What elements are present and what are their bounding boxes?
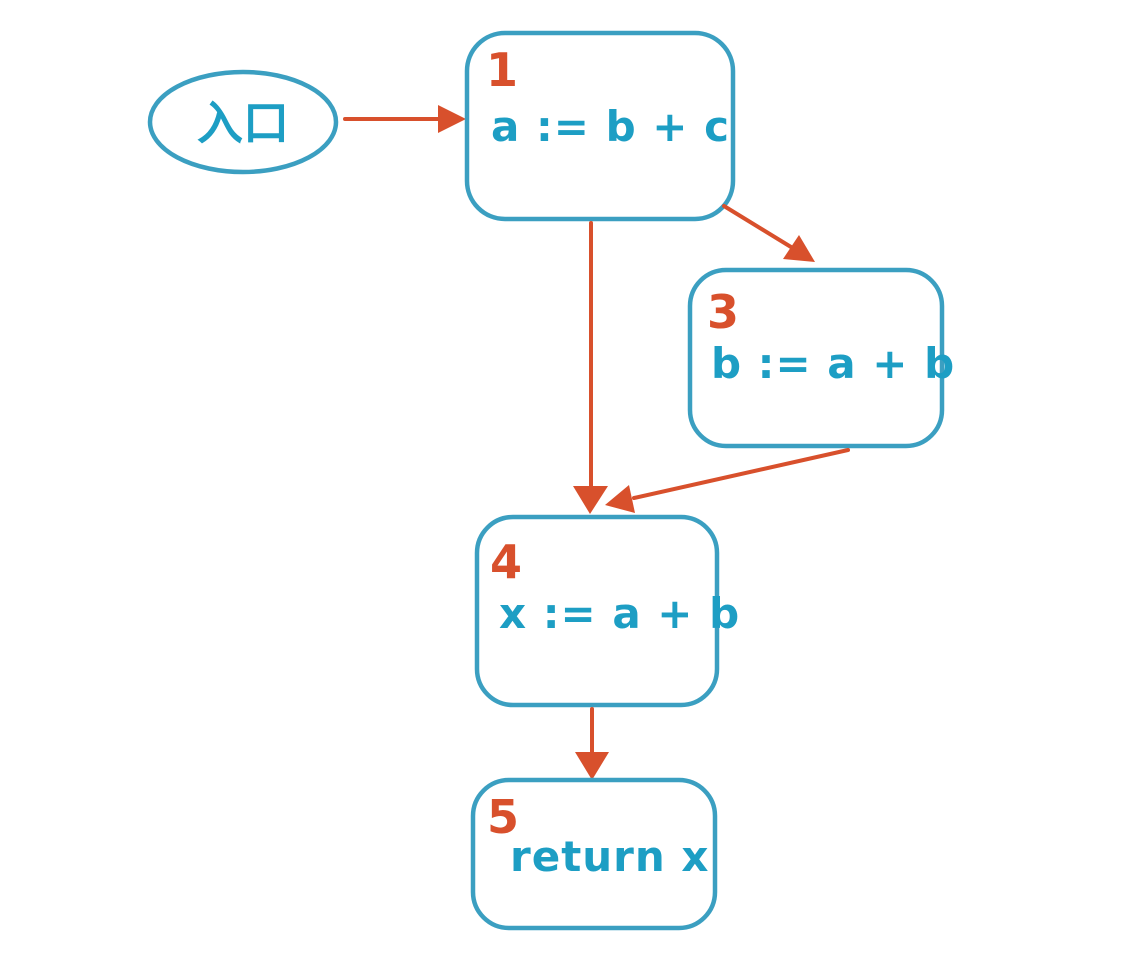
edge-4-to-5-arrowhead [575,752,609,780]
entry-node-ellipse [147,69,339,175]
edge-1-to-3-arrowhead [783,235,815,262]
node-4-label: x := a + b [499,589,740,638]
node-1-label: a := b + c [491,102,730,151]
node-4-box [474,514,720,708]
edge-3-to-4 [632,448,850,500]
node-3-id: 3 [707,285,739,339]
node-1-box [464,30,736,222]
node-1-id: 1 [486,43,518,97]
node-5-id: 5 [487,790,519,844]
node-5-label: return x [510,832,710,881]
edge-entry-to-1-arrowhead [438,105,466,133]
entry-node-label: 入口 [197,96,289,150]
node-3-box [687,267,945,449]
node-5-box [470,777,718,931]
edge-1-to-4-arrowhead [573,486,608,514]
node-3-label: b := a + b [711,339,955,388]
edge-1-to-3 [722,204,793,249]
edge-3-to-4-arrowhead [605,485,635,513]
node-4-id: 4 [490,535,522,589]
